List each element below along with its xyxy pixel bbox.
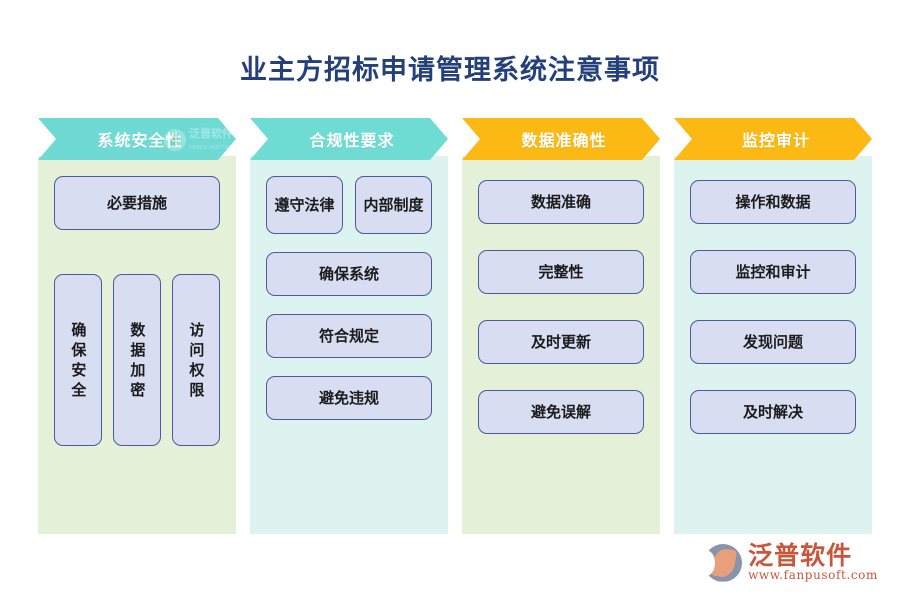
fanpu-logo-icon bbox=[697, 543, 743, 582]
node-box[interactable]: 及时更新 bbox=[478, 320, 644, 364]
column-body-4: 操作和数据 监控和审计 发现问题 及时解决 bbox=[674, 156, 872, 534]
node-stack: 数据准确 完整性 及时更新 避免误解 bbox=[478, 176, 644, 434]
node-box[interactable]: 及时解决 bbox=[690, 390, 856, 434]
node-box[interactable]: 发现问题 bbox=[690, 320, 856, 364]
node-box[interactable]: 符合规定 bbox=[266, 314, 432, 358]
node-box[interactable]: 访问权限 bbox=[172, 274, 220, 446]
columns-container: 系统安全性 泛普软件 FANPU SOFTWARE 必要措施 确保安全 数据加密… bbox=[38, 118, 872, 534]
node-box[interactable]: 确保安全 bbox=[54, 274, 102, 446]
column-header-banner-3[interactable]: 数据准确性 bbox=[462, 118, 660, 160]
column-body-3: 数据准确 完整性 及时更新 避免误解 bbox=[462, 156, 660, 534]
node-box[interactable]: 遵守法律 bbox=[266, 176, 343, 234]
brand-logo: 泛普软件 www.fanpusoft.com bbox=[697, 541, 878, 583]
page-title: 业主方招标申请管理系统注意事项 bbox=[240, 55, 660, 86]
brand-name: 泛普软件 bbox=[748, 541, 853, 571]
node-box[interactable]: 完整性 bbox=[478, 250, 644, 294]
node-box[interactable]: 必要措施 bbox=[54, 176, 220, 230]
column-header-label-4: 监控审计 bbox=[741, 131, 810, 150]
node-box[interactable]: 确保系统 bbox=[266, 252, 432, 296]
column-header-label-3: 数据准确性 bbox=[521, 131, 607, 150]
column-system-security: 系统安全性 泛普软件 FANPU SOFTWARE 必要措施 确保安全 数据加密… bbox=[38, 118, 241, 534]
brand-url: www.fanpusoft.com bbox=[748, 568, 878, 583]
column-header-label-2: 合规性要求 bbox=[309, 131, 395, 150]
column-body-1: 必要措施 确保安全 数据加密 访问权限 bbox=[38, 156, 236, 534]
column-header-banner-2[interactable]: 合规性要求 bbox=[250, 118, 448, 160]
node-box[interactable]: 监控和审计 bbox=[690, 250, 856, 294]
vertical-node-row: 确保安全 数据加密 访问权限 bbox=[54, 274, 220, 446]
node-stack: 操作和数据 监控和审计 发现问题 及时解决 bbox=[690, 176, 856, 434]
column-compliance: 合规性要求 遵守法律 内部制度 确保系统 符合规定 避免违规 bbox=[250, 118, 448, 534]
column-header-banner-1[interactable]: 系统安全性 bbox=[38, 118, 236, 160]
column-monitoring-audit: 监控审计 操作和数据 监控和审计 发现问题 及时解决 bbox=[674, 118, 872, 534]
column-header-label-1: 系统安全性 bbox=[97, 131, 183, 150]
column-data-accuracy: 数据准确性 数据准确 完整性 及时更新 避免误解 bbox=[462, 118, 660, 534]
column-body-2: 遵守法律 内部制度 确保系统 符合规定 避免违规 bbox=[250, 156, 448, 534]
node-box[interactable]: 内部制度 bbox=[355, 176, 432, 234]
column-header-banner-4[interactable]: 监控审计 bbox=[674, 118, 872, 160]
node-box[interactable]: 操作和数据 bbox=[690, 180, 856, 224]
node-box[interactable]: 数据加密 bbox=[113, 274, 161, 446]
paired-node-row: 遵守法律 内部制度 bbox=[266, 176, 432, 234]
brand-text: 泛普软件 www.fanpusoft.com bbox=[748, 541, 878, 583]
node-box[interactable]: 数据准确 bbox=[478, 180, 644, 224]
node-box[interactable]: 避免违规 bbox=[266, 376, 432, 420]
node-box[interactable]: 避免误解 bbox=[478, 390, 644, 434]
